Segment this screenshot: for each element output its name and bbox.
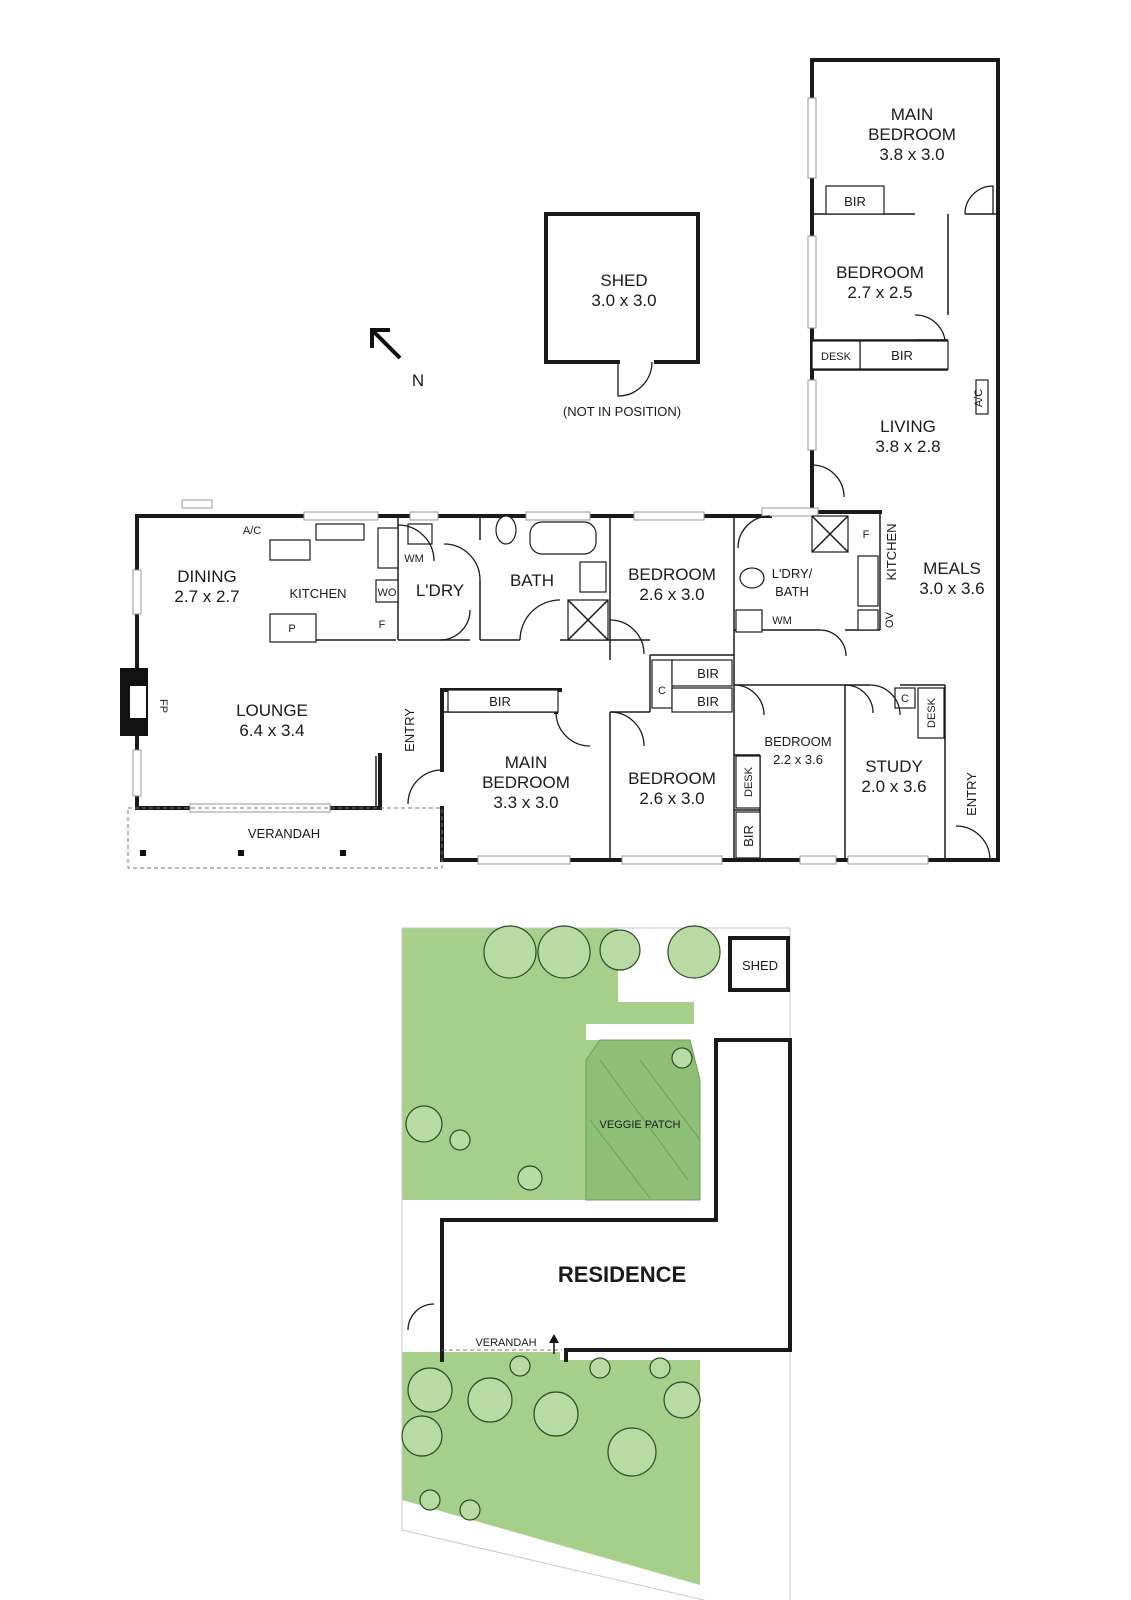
- meals-size: 3.0 x 3.6: [919, 579, 984, 598]
- site-verandah-label: VERANDAH: [475, 1337, 536, 1349]
- c-mid-label: C: [658, 685, 666, 697]
- dining-size: 2.7 x 2.7: [174, 587, 239, 606]
- lounge-size: 6.4 x 3.4: [239, 721, 304, 740]
- desk-study-label: DESK: [926, 697, 938, 728]
- desk-c-label: DESK: [743, 766, 755, 797]
- meals-name: MEALS: [923, 559, 981, 578]
- main-bedroom-rear-name-1: MAIN: [891, 105, 934, 124]
- shed-outline: [544, 212, 700, 397]
- f-label: F: [379, 619, 386, 631]
- site-trees: [401, 925, 721, 1521]
- main-bedroom-name-1: MAIN: [505, 753, 548, 772]
- wo-label: WO: [378, 587, 397, 599]
- desk-rear-label: DESK: [821, 351, 852, 363]
- fixtures: [120, 499, 991, 869]
- bath-label: BATH: [510, 571, 554, 590]
- main-bedroom-name-2: BEDROOM: [482, 773, 570, 792]
- bedroom-rear-size: 2.7 x 2.5: [847, 283, 912, 302]
- bir-main-label: BIR: [489, 694, 511, 709]
- entry-side-label: ENTRY: [964, 772, 979, 816]
- main-bedroom-size: 3.3 x 3.0: [493, 793, 558, 812]
- living-name: LIVING: [880, 417, 936, 436]
- main-bedroom-rear-name-2: BEDROOM: [868, 125, 956, 144]
- wm-rear-label: WM: [772, 615, 792, 627]
- bir-mid-2-label: BIR: [697, 694, 719, 709]
- living-size: 3.8 x 2.8: [875, 437, 940, 456]
- site-shed-label: SHED: [742, 958, 778, 973]
- floor-plan: MAIN BEDROOM 3.8 x 3.0 BIR BEDROOM 2.7 x…: [120, 58, 1000, 869]
- fp-label: FP: [157, 699, 169, 713]
- bedroom-c-name: BEDROOM: [764, 734, 831, 749]
- bir-c-label: BIR: [741, 825, 756, 847]
- study-size: 2.0 x 3.6: [861, 777, 926, 796]
- bedroom-c-size: 2.2 x 3.6: [773, 752, 823, 767]
- main-bedroom-rear-size: 3.8 x 3.0: [879, 145, 944, 164]
- f-rear-label: F: [863, 529, 870, 541]
- bedroom-a-name: BEDROOM: [628, 565, 716, 584]
- north-arrow: [370, 328, 402, 360]
- ldry-bath-name-1: L'DRY/: [772, 566, 813, 581]
- ldry-label: L'DRY: [416, 581, 464, 600]
- p-label: P: [288, 623, 295, 635]
- ldry-bath-name-2: BATH: [775, 584, 809, 599]
- site-shed-outline: [728, 936, 790, 992]
- study-name: STUDY: [865, 757, 923, 776]
- site-plan: SHED VEGGIE PATCH RESIDENCE VERANDAH: [401, 925, 792, 1600]
- shed-name: SHED: [600, 271, 647, 290]
- rear-wing-walls: [807, 58, 1000, 862]
- entry-front-label: ENTRY: [402, 708, 417, 752]
- bedroom-b-size: 2.6 x 3.0: [639, 789, 704, 808]
- bir-mid-1-label: BIR: [697, 666, 719, 681]
- lounge-name: LOUNGE: [236, 701, 308, 720]
- bedroom-rear-name: BEDROOM: [836, 263, 924, 282]
- dining-name: DINING: [177, 567, 237, 586]
- wm-label: WM: [404, 553, 424, 565]
- shed-size: 3.0 x 3.0: [591, 291, 656, 310]
- residence-label: RESIDENCE: [558, 1262, 686, 1287]
- ac-front-label: A/C: [243, 525, 261, 537]
- bir-rear-label: BIR: [844, 194, 866, 209]
- north-label: N: [412, 371, 424, 390]
- bir-rear-2-label: BIR: [891, 348, 913, 363]
- ov-rear-label: OV: [884, 611, 896, 628]
- c-study-label: C: [901, 693, 909, 705]
- kitchen-label: KITCHEN: [289, 586, 346, 601]
- bedroom-a-size: 2.6 x 3.0: [639, 585, 704, 604]
- kitchen-rear-label: KITCHEN: [884, 523, 899, 580]
- veggie-patch-label: VEGGIE PATCH: [600, 1119, 681, 1131]
- verandah-label: VERANDAH: [248, 826, 320, 841]
- bedroom-b-name: BEDROOM: [628, 769, 716, 788]
- ac-rear-label: A/C: [973, 389, 985, 407]
- shed-note: (NOT IN POSITION): [563, 404, 681, 419]
